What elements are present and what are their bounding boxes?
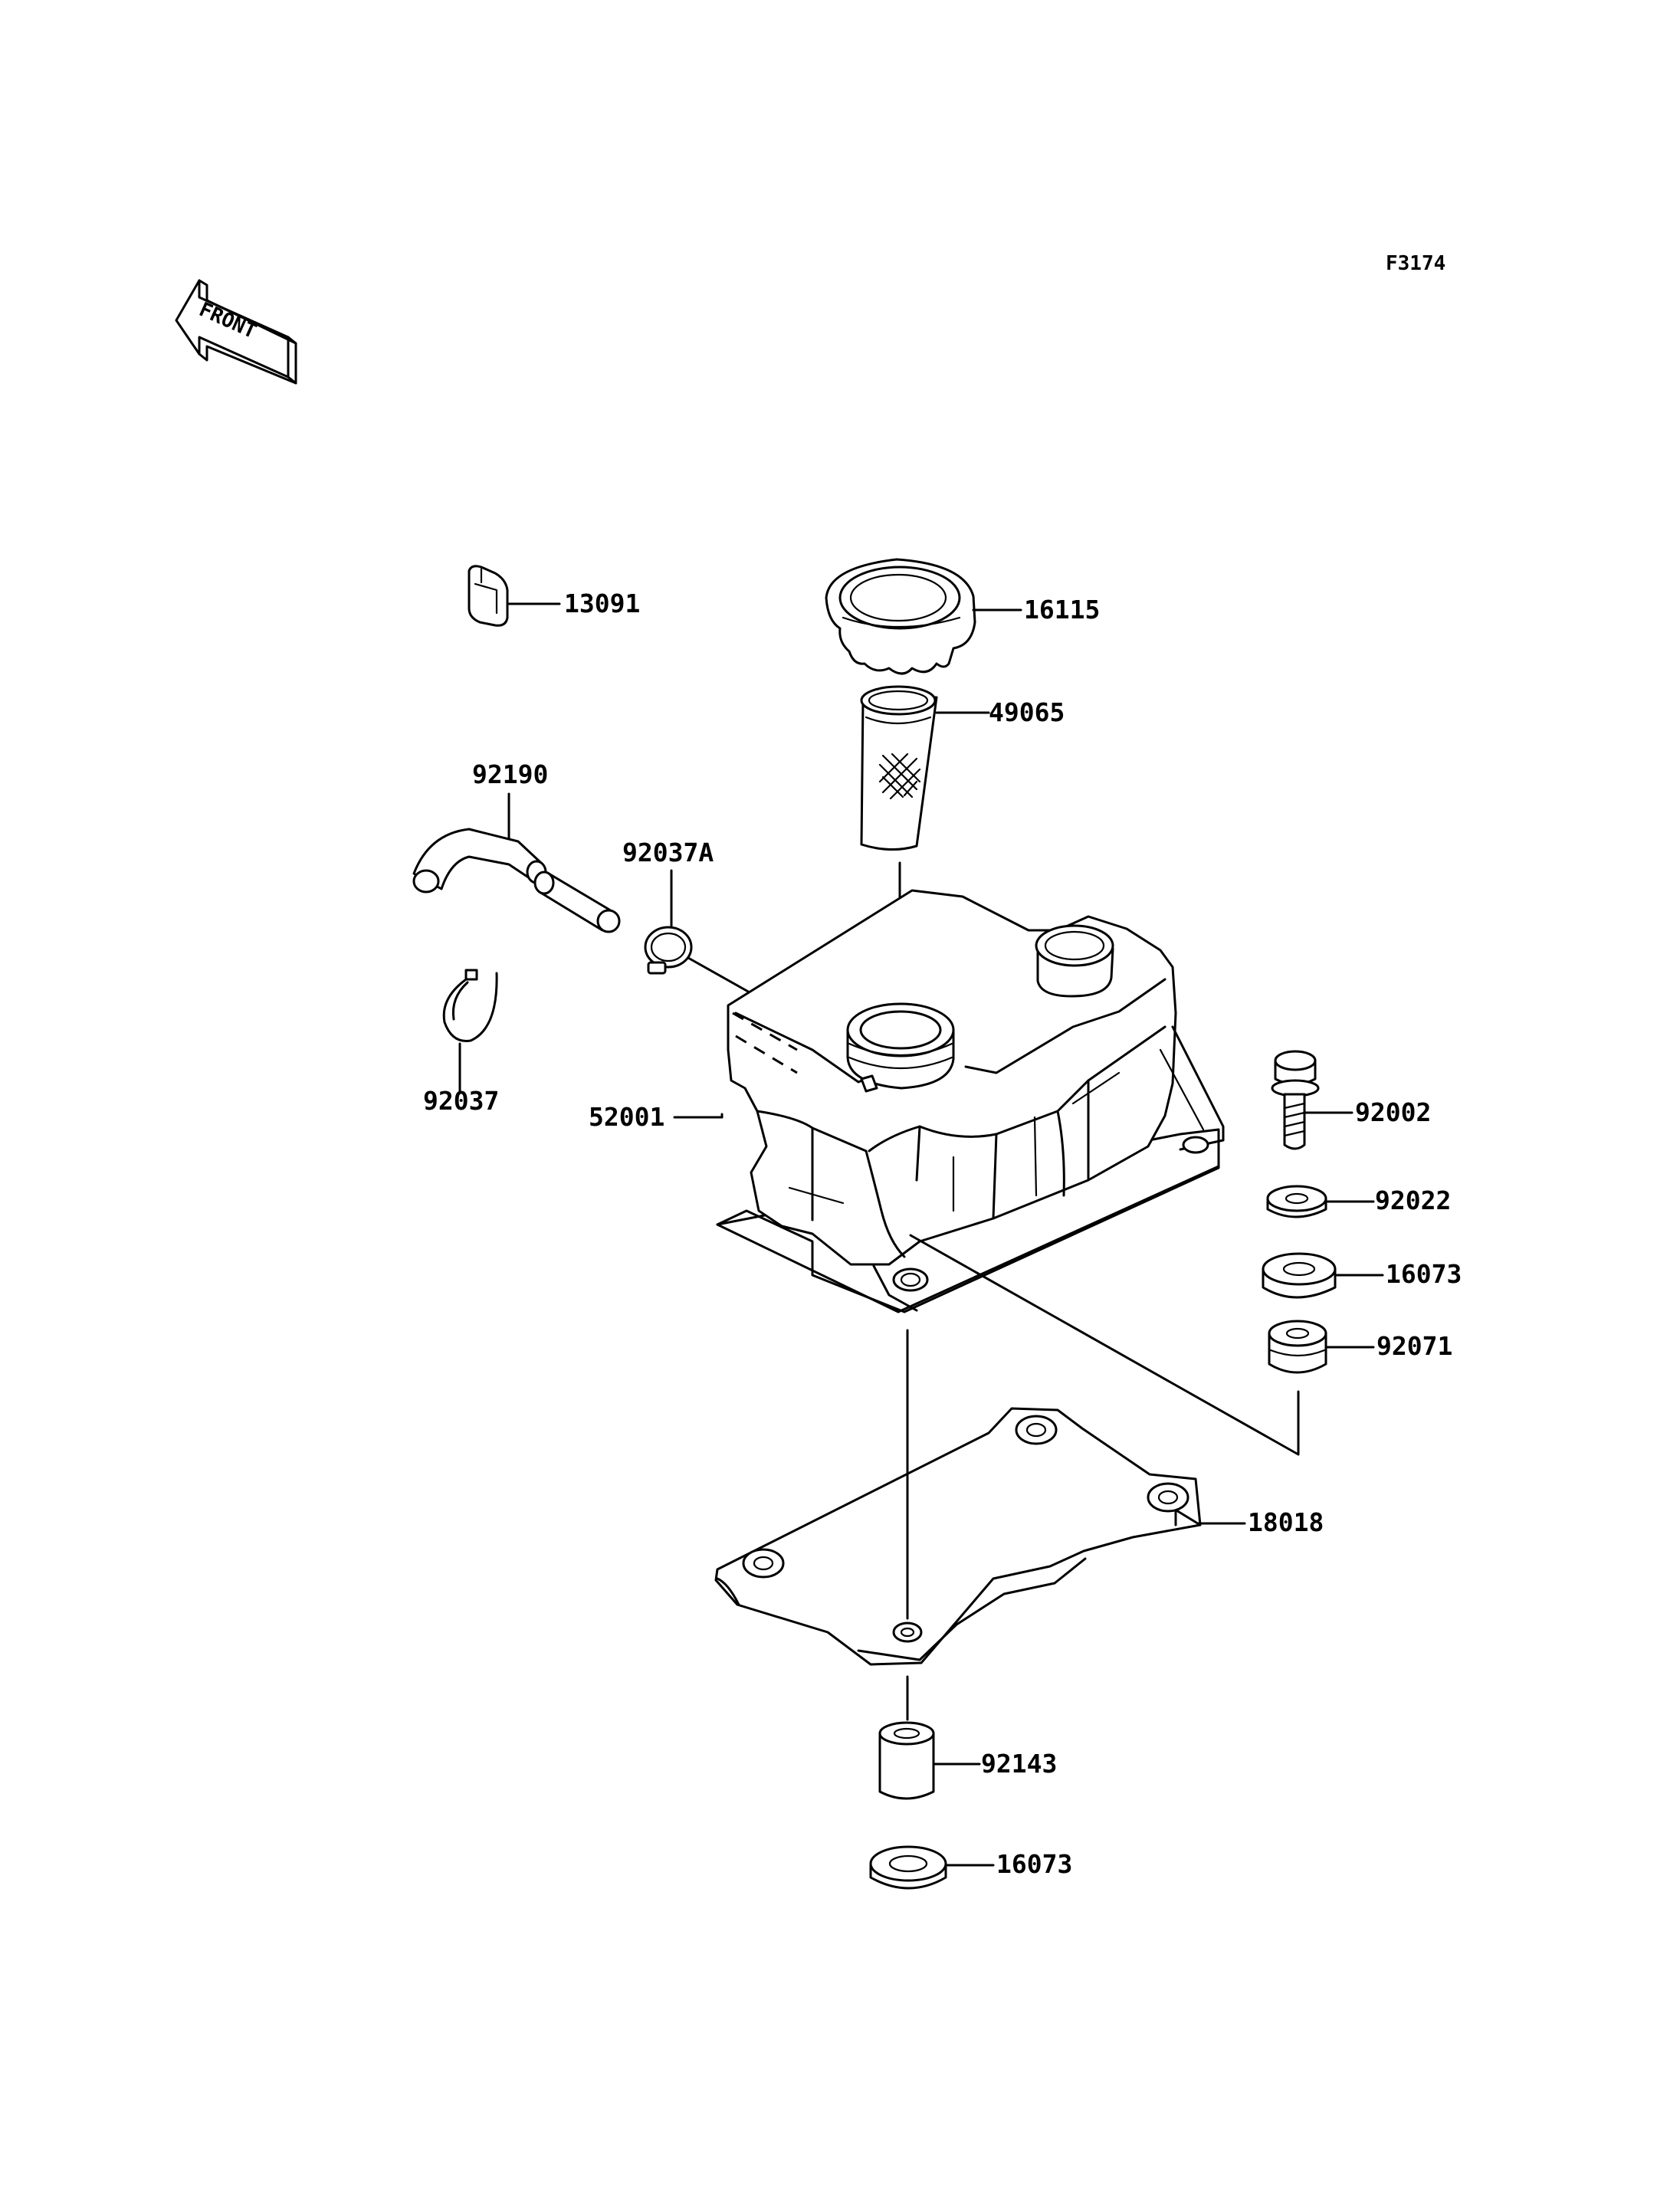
part-92002-bolt[interactable] [1271,1050,1320,1150]
label-92022: 92022 [1375,1185,1451,1215]
part-18018-bracket-plate[interactable] [714,1407,1202,1666]
part-49065-filler-strainer[interactable] [860,685,938,851]
part-52001-fuel-tank[interactable] [716,889,1225,1313]
part-16073-grommet-upper[interactable] [1262,1252,1337,1299]
label-52001: 52001 [589,1102,664,1132]
part-13091-clip[interactable] [468,565,509,627]
part-92071-rubber-damper[interactable] [1268,1320,1327,1374]
label-16073-lower: 16073 [996,1849,1072,1879]
label-16073-upper: 16073 [1386,1259,1462,1289]
part-16115-fuel-cap[interactable] [825,558,976,675]
label-92037A: 92037A [622,838,714,867]
label-13091: 13091 [564,589,640,618]
part-16073-grommet-lower[interactable] [869,1845,947,1890]
label-16115: 16115 [1024,595,1100,625]
label-92190: 92190 [472,759,548,789]
label-92071: 92071 [1376,1331,1452,1361]
part-92037-clamp[interactable] [442,969,498,1042]
label-92143: 92143 [981,1749,1057,1779]
part-92190-breather-hose[interactable] [412,828,621,933]
part-92143-collar[interactable] [878,1721,935,1800]
diagram-code: F3174 [1386,252,1445,275]
label-18018: 18018 [1248,1507,1324,1537]
part-92037A-clamp[interactable] [644,926,693,975]
front-arrow-icon: FRONT [175,279,297,385]
part-92022-washer[interactable] [1266,1185,1327,1218]
label-49065: 49065 [989,697,1065,727]
label-92037: 92037 [423,1086,499,1116]
label-92002: 92002 [1355,1097,1431,1127]
